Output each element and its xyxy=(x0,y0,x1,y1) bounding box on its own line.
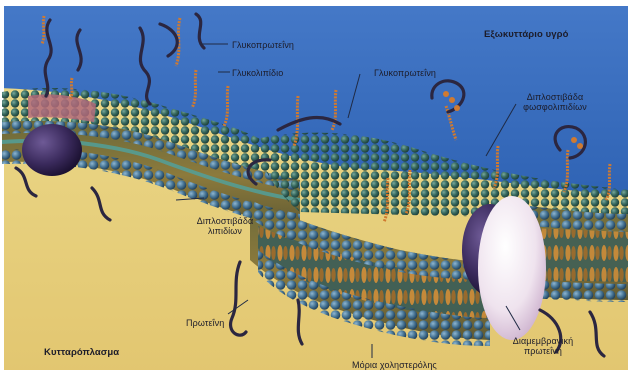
label-line: λιπιδίων xyxy=(190,226,260,236)
label-phospholipid-bilayer: Διπλοστιβάδα λιπιδίων xyxy=(190,216,260,236)
label-line: Διαμεμβρανική xyxy=(506,336,580,346)
label-glycoprotein-2: Γλυκοπρωτεΐνη xyxy=(374,68,436,78)
label-line: Διπλοστιβάδα xyxy=(512,92,598,102)
label-protein: Πρωτεΐνη xyxy=(186,318,224,328)
label-cytoplasm: Κυτταρόπλασμα xyxy=(44,348,119,358)
label-transmembrane-protein: Διαμεμβρανική πρωτεΐνη xyxy=(506,336,580,356)
label-phospholipid-bilayer-right: Διπλοστιβάδα φωσφολιπιδίων xyxy=(512,92,598,112)
label-extracellular-fluid: Εξωκυττάριο υγρό xyxy=(484,30,569,40)
label-line: πρωτεΐνη xyxy=(506,346,580,356)
label-glycolipid: Γλυκολιπίδιο xyxy=(232,68,283,78)
label-line: φωσφολιπιδίων xyxy=(512,102,598,112)
label-glycoprotein: Γλυκοπρωτεΐνη xyxy=(232,40,294,50)
label-cholesterol-partial: Μόρια χοληστερόλης xyxy=(352,360,437,370)
label-line: Διπλοστιβάδα xyxy=(190,216,260,226)
